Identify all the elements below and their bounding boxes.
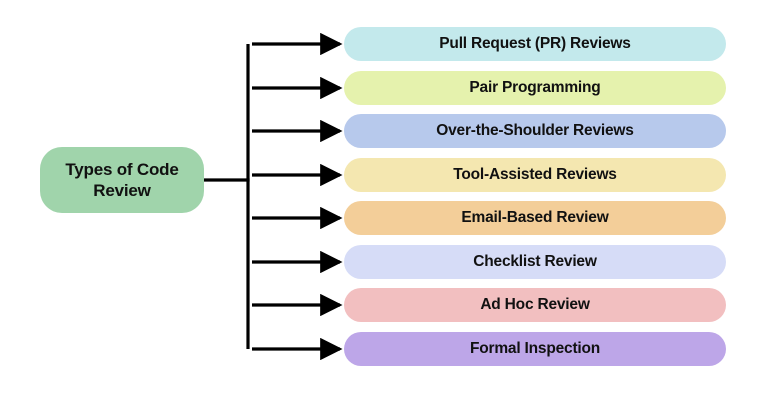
connector-lines (204, 32, 343, 361)
branch-node[interactable]: Email-Based Review (344, 201, 726, 235)
branch-node[interactable]: Over-the-Shoulder Reviews (344, 114, 726, 148)
root-node[interactable]: Types of Code Review (40, 147, 204, 213)
branch-node-label: Tool-Assisted Reviews (453, 166, 617, 183)
branch-node[interactable]: Ad Hoc Review (344, 288, 726, 322)
branch-node[interactable]: Formal Inspection (344, 332, 726, 366)
branch-node-label: Over-the-Shoulder Reviews (436, 122, 634, 139)
branch-node[interactable]: Tool-Assisted Reviews (344, 158, 726, 192)
branch-node-label: Checklist Review (473, 253, 597, 270)
branch-node[interactable]: Pair Programming (344, 71, 726, 105)
branch-node[interactable]: Checklist Review (344, 245, 726, 279)
branch-node-label: Formal Inspection (469, 340, 601, 357)
branch-node[interactable]: Pull Request (PR) Reviews (344, 27, 726, 61)
branch-node-label: Email-Based Review (461, 209, 609, 226)
branch-node-label: Pull Request (PR) Reviews (439, 35, 631, 52)
branch-node-label: Ad Hoc Review (480, 296, 590, 313)
root-node-label: Types of Code Review (65, 159, 179, 200)
branch-node-label: Pair Programming (469, 79, 601, 96)
